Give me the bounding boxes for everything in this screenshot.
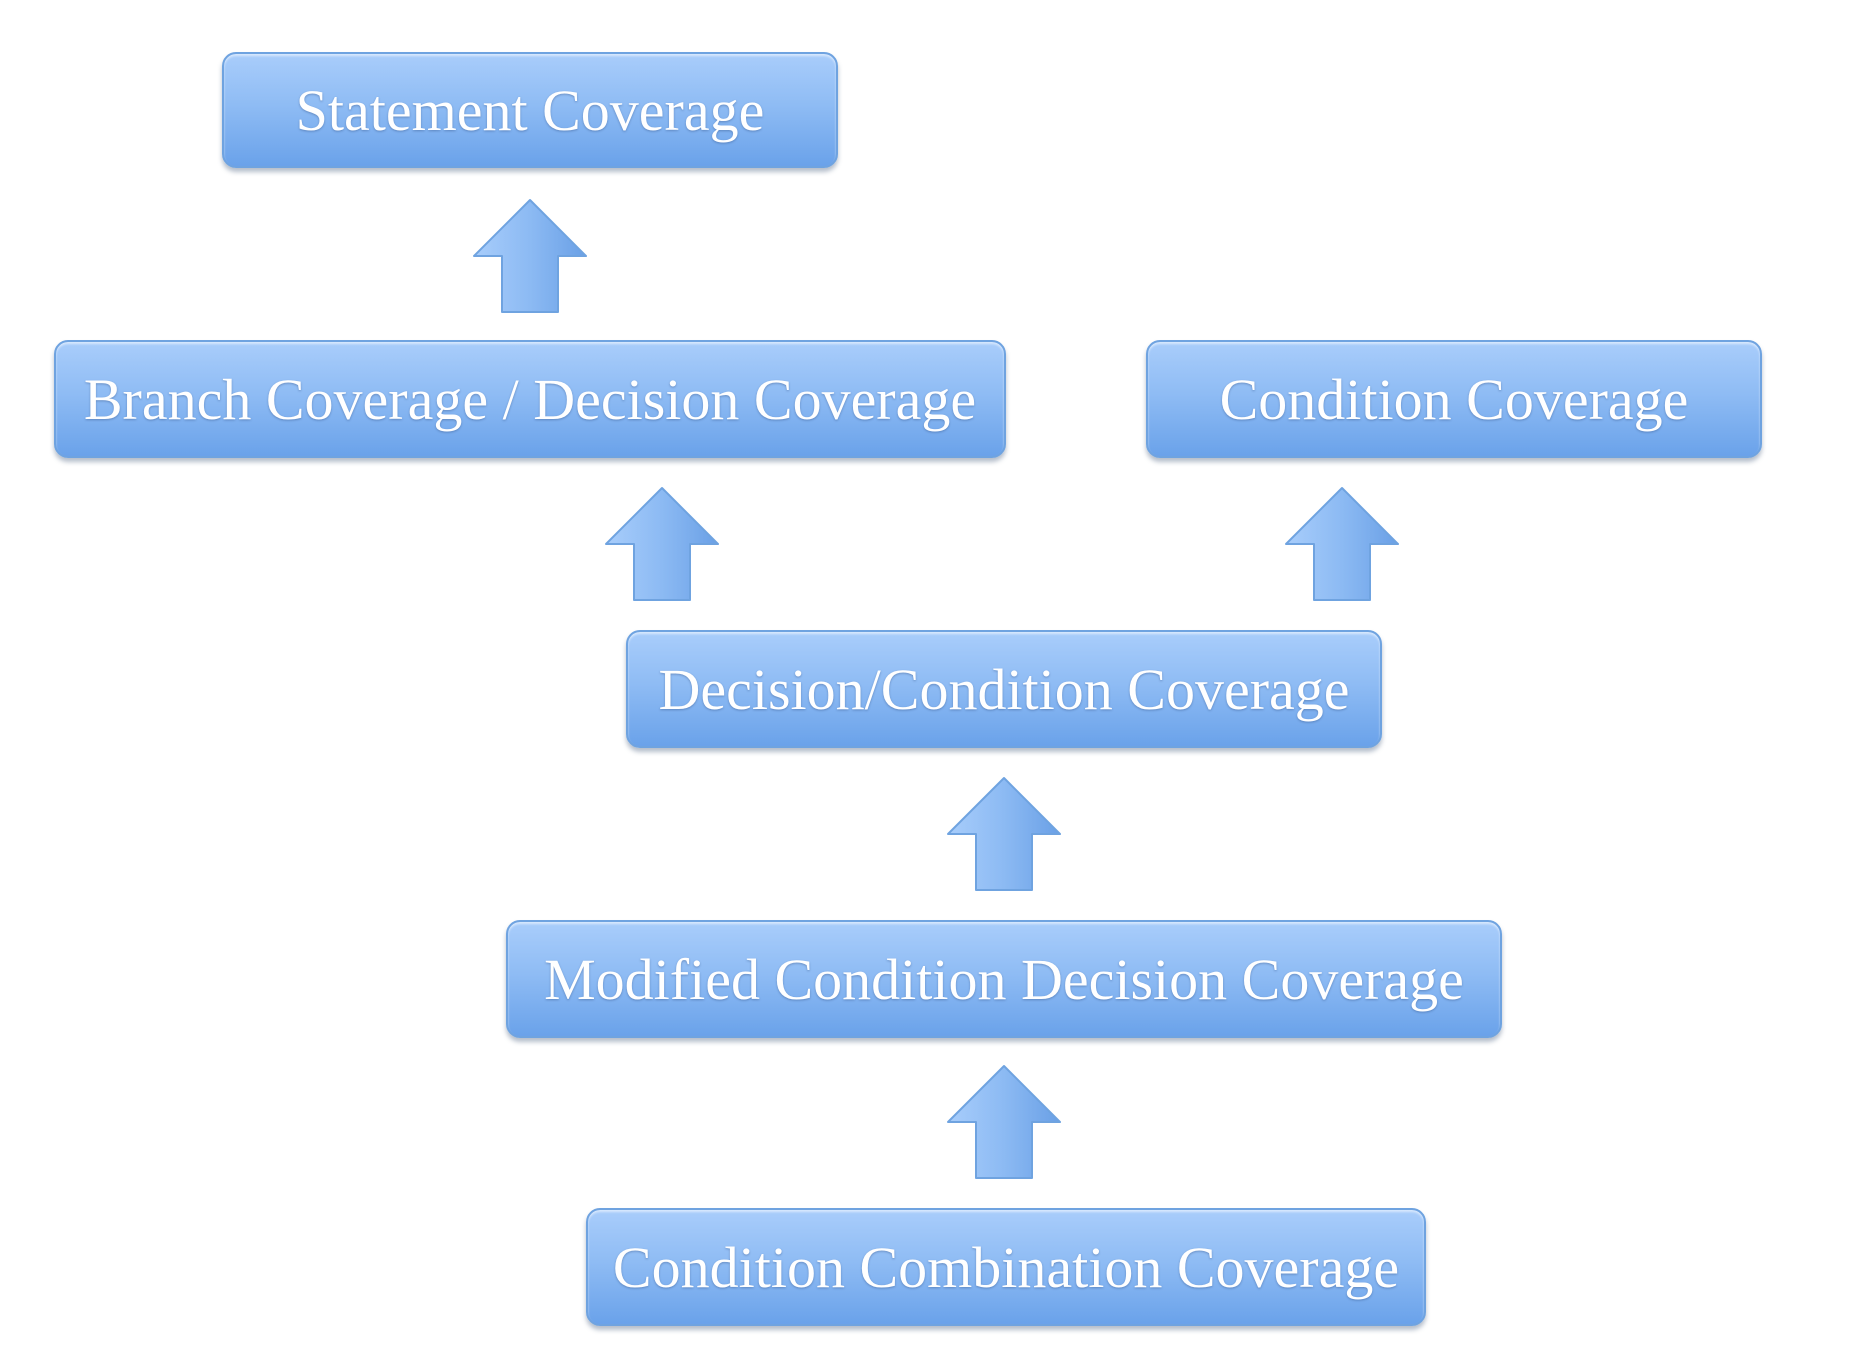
modified-condition-decision-coverage-label: Modified Condition Decision Coverage (544, 946, 1464, 1012)
statement-coverage-label: Statement Coverage (295, 77, 765, 143)
condition-coverage-label: Condition Coverage (1219, 366, 1689, 432)
branch-decision-coverage-label: Branch Coverage / Decision Coverage (83, 366, 977, 432)
up-arrow-icon (605, 487, 719, 601)
condition-combination-coverage-box: Condition Combination Coverage (586, 1208, 1426, 1326)
condition-coverage-box: Condition Coverage (1146, 340, 1762, 458)
up-arrow-icon (473, 199, 587, 313)
decision-condition-coverage-label: Decision/Condition Coverage (658, 656, 1350, 722)
up-arrow-icon (947, 777, 1061, 891)
condition-combination-coverage-label: Condition Combination Coverage (612, 1234, 1400, 1300)
up-arrow-icon (947, 1065, 1061, 1179)
branch-decision-coverage-box: Branch Coverage / Decision Coverage (54, 340, 1006, 458)
modified-condition-decision-coverage-box: Modified Condition Decision Coverage (506, 920, 1502, 1038)
statement-coverage-box: Statement Coverage (222, 52, 838, 168)
up-arrow-icon (1285, 487, 1399, 601)
decision-condition-coverage-box: Decision/Condition Coverage (626, 630, 1382, 748)
